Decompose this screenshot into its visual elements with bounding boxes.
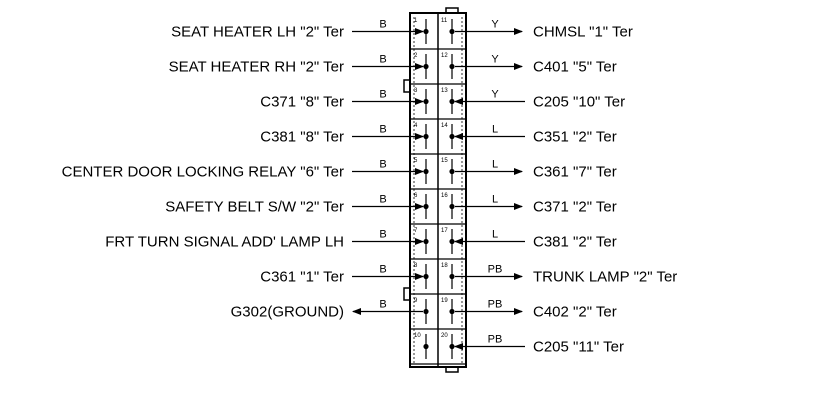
wire-color-code: B	[379, 194, 386, 206]
wire-color-code: B	[379, 264, 386, 276]
terminal-label: C401 "5" Ter	[533, 59, 617, 76]
terminal-label: CHMSL "1" Ter	[533, 24, 633, 41]
wire-left-pin-9: B G302(GROUND)	[231, 299, 423, 321]
pin-number: 20	[441, 333, 448, 339]
wire-right-pin-14: L C351 "2" Ter	[454, 124, 617, 146]
wire-color-code: B	[379, 19, 386, 31]
pin-number: 2	[414, 53, 418, 59]
terminal-label: CENTER DOOR LOCKING RELAY "6" Ter	[62, 164, 344, 181]
wire-color-code: L	[492, 124, 498, 136]
pin-number: 6	[414, 193, 418, 199]
pin-number: 16	[441, 193, 448, 199]
terminal-label: FRT TURN SIGNAL ADD' LAMP LH	[105, 234, 344, 251]
terminal-dot	[449, 133, 455, 140]
wire-color-code: PB	[488, 264, 503, 276]
wire-color-code: B	[379, 54, 386, 66]
wire-left-pin-4: B C381 "8" Ter	[260, 124, 424, 146]
wire-left-pin-7: B FRT TURN SIGNAL ADD' LAMP LH	[105, 229, 424, 251]
terminal-dot	[423, 98, 429, 105]
wire-color-code: B	[379, 299, 386, 311]
wire-left-pin-6: B SAFETY BELT S/W "2" Ter	[165, 194, 424, 216]
wire-color-code: B	[379, 89, 386, 101]
pin-number: 4	[414, 123, 418, 129]
wire-color-code: Y	[491, 89, 499, 101]
pin-number: 11	[441, 18, 448, 24]
terminal-dot	[423, 28, 429, 35]
terminal-dot	[423, 63, 429, 70]
pin-number: 8	[414, 263, 418, 269]
pin-number: 15	[441, 158, 448, 164]
wire-right-pin-12: Y C401 "5" Ter	[455, 54, 617, 76]
wire-right-pin-20: PB C205 "11" Ter	[454, 334, 624, 356]
pin-number: 10	[414, 333, 421, 339]
wire-color-code: B	[379, 159, 386, 171]
wire-left-pin-8: B C361 "1" Ter	[260, 264, 424, 286]
pin-number: 18	[441, 263, 448, 269]
terminal-dot	[449, 63, 455, 70]
terminal-dot	[423, 168, 429, 175]
terminal-dot	[449, 238, 455, 245]
terminal-dot	[423, 308, 429, 315]
terminal-dot	[449, 98, 455, 105]
wire-color-code: L	[492, 229, 498, 241]
terminal-dot	[423, 238, 429, 245]
wire-right-pin-13: Y C205 "10" Ter	[454, 89, 625, 111]
wire-right-pin-15: L C361 "7" Ter	[455, 159, 617, 181]
wire-right-pin-16: L C371 "2" Ter	[455, 194, 617, 216]
terminal-dot	[449, 273, 455, 280]
pin-number: 9	[414, 298, 418, 304]
pin-number: 14	[441, 123, 448, 129]
pin-number: 5	[414, 158, 418, 164]
pin-number: 19	[441, 298, 448, 304]
terminal-label: G302(GROUND)	[231, 304, 344, 321]
terminal-label: SAFETY BELT S/W "2" Ter	[165, 199, 344, 216]
terminal-label: C381 "8" Ter	[260, 129, 344, 146]
wire-right-pin-11: Y CHMSL "1" Ter	[455, 19, 633, 41]
wire-color-code: PB	[488, 334, 503, 346]
wire-color-code: PB	[488, 299, 503, 311]
terminal-dot	[423, 343, 429, 350]
terminal-label: C381 "2" Ter	[533, 234, 617, 251]
terminal-label: C205 "11" Ter	[533, 339, 624, 356]
terminal-label: C371 "2" Ter	[533, 199, 617, 216]
wire-right-pin-19: PB C402 "2" Ter	[455, 299, 617, 321]
terminal-dot	[423, 133, 429, 140]
wire-color-code: B	[379, 229, 386, 241]
terminal-label: C371 "8" Ter	[260, 94, 344, 111]
terminal-dot	[449, 28, 455, 35]
terminal-dot	[423, 203, 429, 210]
terminal-dot	[423, 273, 429, 280]
wire-right-pin-17: L C381 "2" Ter	[454, 229, 617, 251]
pin-number: 7	[414, 228, 418, 234]
terminal-label: C205 "10" Ter	[533, 94, 625, 111]
wire-left-pin-5: B CENTER DOOR LOCKING RELAY "6" Ter	[62, 159, 424, 181]
terminal-label: C402 "2" Ter	[533, 304, 617, 321]
pin-number: 1	[414, 18, 418, 24]
terminal-dot	[449, 203, 455, 210]
wire-left-pin-1: B SEAT HEATER LH "2" Ter	[171, 19, 424, 41]
terminal-label: TRUNK LAMP "2" Ter	[533, 269, 677, 286]
connector-body	[403, 7, 467, 373]
terminal-label: C361 "7" Ter	[533, 164, 617, 181]
terminal-dot	[449, 168, 455, 175]
wire-left-pin-3: B C371 "8" Ter	[260, 89, 424, 111]
wire-color-code: L	[492, 194, 498, 206]
terminal-label: SEAT HEATER RH "2" Ter	[169, 59, 344, 76]
wire-color-code: L	[492, 159, 498, 171]
wire-color-code: Y	[491, 19, 499, 31]
terminal-label: SEAT HEATER LH "2" Ter	[171, 24, 344, 41]
pin-number: 3	[414, 88, 418, 94]
terminal-label: C351 "2" Ter	[533, 129, 617, 146]
terminal-dot	[449, 308, 455, 315]
wire-color-code: B	[379, 124, 386, 136]
terminal-label: C361 "1" Ter	[260, 269, 344, 286]
pin-number: 12	[441, 53, 448, 59]
terminal-dot	[449, 343, 455, 350]
pin-number: 13	[441, 88, 448, 94]
wire-left-pin-2: B SEAT HEATER RH "2" Ter	[169, 54, 424, 76]
wire-color-code: Y	[491, 54, 499, 66]
pin-number: 17	[441, 228, 448, 234]
wire-right-pin-18: PB TRUNK LAMP "2" Ter	[455, 264, 677, 286]
